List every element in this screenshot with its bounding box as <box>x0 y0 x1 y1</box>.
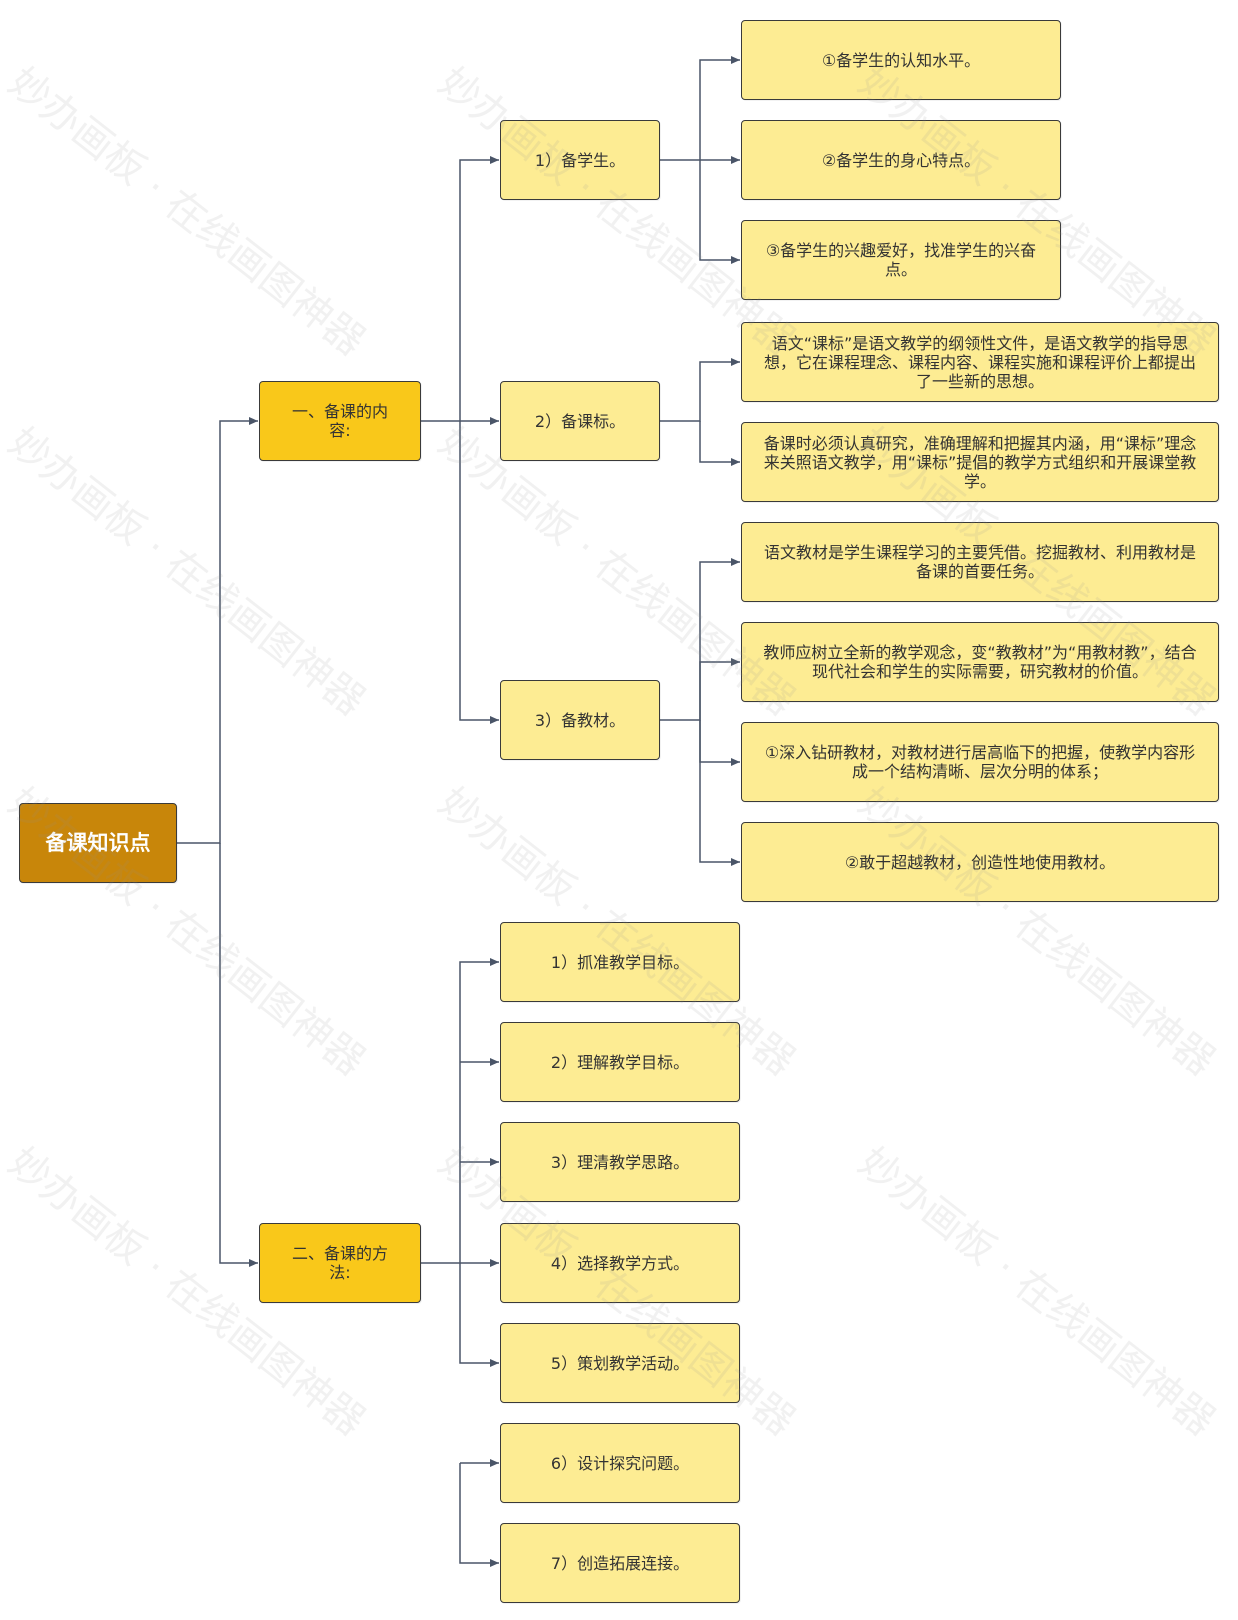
method-node[interactable]: 7）创造拓展连接。 <box>500 1523 740 1603</box>
detail-node[interactable]: 教师应树立全新的教学观念，变“教教材”为“用教材教”，结合现代社会和学生的实际需… <box>741 622 1219 702</box>
detail-node[interactable]: ②备学生的身心特点。 <box>741 120 1061 200</box>
connector-item3-child1 <box>660 558 740 721</box>
content-item-label: 3）备教材。 <box>534 710 626 730</box>
method-label: 2）理解教学目标。 <box>550 1052 690 1072</box>
connector-item3-child2 <box>699 658 740 720</box>
connector-item3-child4 <box>699 720 740 866</box>
connector-root-branch1 <box>177 417 258 844</box>
connector-item2-child2 <box>699 421 740 466</box>
method-node[interactable]: 5）策划教学活动。 <box>500 1323 740 1403</box>
content-item-label: 1）备学生。 <box>534 150 626 170</box>
root-node[interactable]: 备课知识点 <box>19 803 177 883</box>
detail-node[interactable]: ③备学生的兴趣爱好，找准学生的兴奋点。 <box>741 220 1061 300</box>
connector-branch2-method1 <box>421 958 499 1264</box>
method-label: 7）创造拓展连接。 <box>550 1553 690 1573</box>
content-item-node[interactable]: 1）备学生。 <box>500 120 660 200</box>
connector-branch2-method5 <box>459 1263 499 1367</box>
connector-branch1-item3 <box>459 421 499 724</box>
branch-content-label: 一、备课的内容: <box>291 402 388 440</box>
connector-branch2-method7 <box>459 1463 499 1567</box>
connector-item3-child3 <box>699 720 740 766</box>
method-node[interactable]: 6）设计探究问题。 <box>500 1423 740 1503</box>
branch-method-label: 二、备课的方法: <box>291 1244 388 1282</box>
detail-text: ②备学生的身心特点。 <box>821 150 981 170</box>
connector-branch1-item1 <box>421 156 499 422</box>
detail-text: 语文教材是学生课程学习的主要凭借。挖掘教材、利用教材是备课的首要任务。 <box>763 543 1196 581</box>
detail-text: ③备学生的兴趣爱好，找准学生的兴奋点。 <box>765 241 1037 279</box>
method-node[interactable]: 1）抓准教学目标。 <box>500 922 740 1002</box>
method-label: 3）理清教学思路。 <box>550 1152 690 1172</box>
method-label: 5）策划教学活动。 <box>550 1353 690 1373</box>
method-label: 6）设计探究问题。 <box>550 1453 690 1473</box>
method-label: 4）选择教学方式。 <box>550 1253 690 1273</box>
content-item-node[interactable]: 2）备课标。 <box>500 381 660 461</box>
detail-text: ②敢于超越教材，创造性地使用教材。 <box>844 852 1116 872</box>
connector-item1-child1 <box>660 56 740 161</box>
branch-content-node[interactable]: 一、备课的内容: <box>259 381 421 461</box>
method-node[interactable]: 3）理清教学思路。 <box>500 1122 740 1202</box>
detail-text: 语文“课标”是语文教学的纲领性文件，是语文教学的指导思想，它在课程理念、课程内容… <box>763 333 1196 391</box>
detail-text: ①备学生的认知水平。 <box>821 50 981 70</box>
connector-item2-child1 <box>660 358 740 422</box>
detail-node[interactable]: ①备学生的认知水平。 <box>741 20 1061 100</box>
detail-node[interactable]: 备课时必须认真研究，准确理解和把握其内涵，用“课标”理念来关照语文教学，用“课标… <box>741 422 1219 502</box>
detail-node[interactable]: ①深入钻研教材，对教材进行居高临下的把握，使教学内容形成一个结构清晰、层次分明的… <box>741 722 1219 802</box>
connector-root-branch2 <box>219 843 258 1267</box>
connector-item1-child3 <box>699 160 740 264</box>
detail-text: ①深入钻研教材，对教材进行居高临下的把握，使教学内容形成一个结构清晰、层次分明的… <box>764 743 1196 781</box>
branch-method-node[interactable]: 二、备课的方法: <box>259 1223 421 1303</box>
method-node[interactable]: 4）选择教学方式。 <box>500 1223 740 1303</box>
detail-text: 教师应树立全新的教学观念，变“教教材”为“用教材教”，结合现代社会和学生的实际需… <box>763 643 1197 681</box>
content-item-label: 2）备课标。 <box>534 411 626 431</box>
detail-node[interactable]: 语文教材是学生课程学习的主要凭借。挖掘教材、利用教材是备课的首要任务。 <box>741 522 1219 602</box>
detail-node[interactable]: ②敢于超越教材，创造性地使用教材。 <box>741 822 1219 902</box>
content-item-node[interactable]: 3）备教材。 <box>500 680 660 760</box>
method-label: 1）抓准教学目标。 <box>550 952 690 972</box>
detail-text: 备课时必须认真研究，准确理解和把握其内涵，用“课标”理念来关照语文教学，用“课标… <box>763 433 1197 491</box>
detail-node[interactable]: 语文“课标”是语文教学的纲领性文件，是语文教学的指导思想，它在课程理念、课程内容… <box>741 322 1219 402</box>
root-label: 备课知识点 <box>45 830 151 855</box>
method-node[interactable]: 2）理解教学目标。 <box>500 1022 740 1102</box>
